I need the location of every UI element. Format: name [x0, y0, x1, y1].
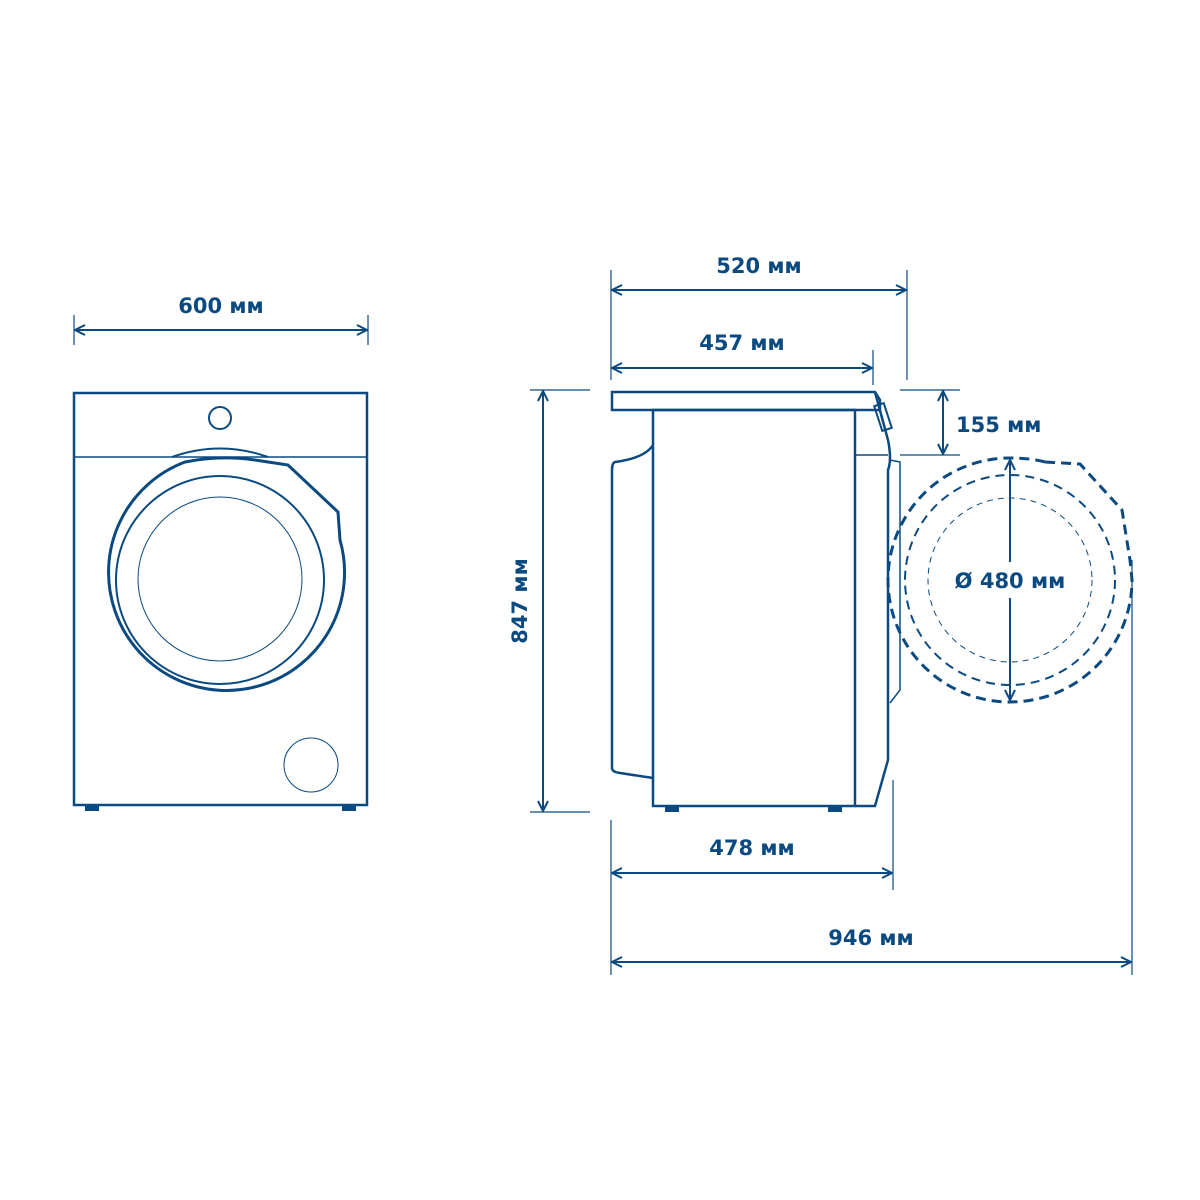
front-view: 600 мм — [72, 294, 369, 811]
door-hinge-arc — [171, 447, 269, 458]
filter-hatch — [283, 737, 339, 793]
rear-bulge — [610, 444, 655, 780]
door-outer-ring — [107, 456, 347, 692]
depth-body-label: 478 мм — [709, 836, 794, 860]
front-profile — [855, 391, 892, 808]
open-door-inner-ring — [904, 474, 1116, 686]
knob-side — [872, 401, 894, 433]
program-knob-icon — [208, 406, 232, 430]
depth-door-open-label: 946 мм — [828, 926, 913, 950]
foot-right — [342, 805, 356, 811]
height-label: 847 мм — [508, 558, 532, 643]
door-inner-ring — [115, 475, 325, 685]
door-glass — [137, 496, 303, 662]
width-label: 600 мм — [178, 294, 263, 318]
foot-front — [828, 806, 842, 812]
side-body — [651, 408, 857, 808]
front-body-outline — [72, 391, 369, 807]
side-view: Ø 480 мм 520 мм 457 мм 155 мм 847 мм 478… — [508, 254, 1134, 975]
panel-height-label: 155 мм — [956, 413, 1041, 437]
door-side — [889, 459, 901, 704]
open-door-outline — [886, 456, 1134, 704]
foot-left — [85, 805, 99, 811]
depth-top-label: 457 мм — [699, 331, 784, 355]
foot-rear — [665, 806, 679, 812]
door-diameter-label: Ø 480 мм — [955, 569, 1066, 593]
top-plate — [610, 390, 882, 412]
depth-total-label: 520 мм — [716, 254, 801, 278]
